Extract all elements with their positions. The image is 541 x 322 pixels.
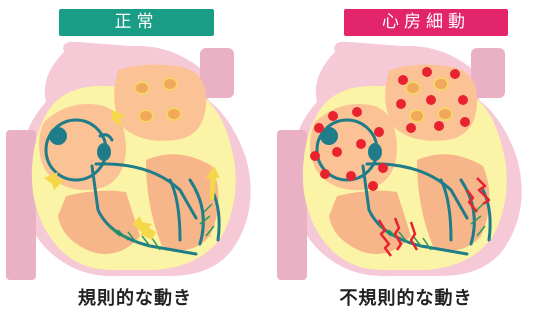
- av-node: [368, 143, 382, 161]
- vein-opening: [438, 108, 452, 120]
- vein-opening: [167, 108, 181, 120]
- impulse-dot: [374, 127, 384, 137]
- sa-node: [49, 127, 67, 145]
- av-node: [97, 143, 111, 161]
- impulse-dot: [398, 75, 408, 85]
- left-vessel: [6, 130, 36, 280]
- af-panel: 心房細動: [271, 0, 541, 322]
- af-label-badge: 心房細動: [344, 9, 508, 36]
- impulse-dot: [434, 121, 444, 131]
- normal-panel: 正常: [0, 0, 270, 322]
- af-heart-diagram: [271, 40, 541, 280]
- normal-label-badge: 正常: [59, 9, 214, 36]
- vein-opening: [139, 110, 153, 122]
- impulse-dot: [368, 181, 378, 191]
- vein-opening: [163, 78, 177, 90]
- impulse-dot: [332, 147, 342, 157]
- impulse-dot: [458, 95, 468, 105]
- vein-opening: [406, 82, 420, 94]
- impulse-dot: [426, 95, 436, 105]
- impulse-dot: [346, 171, 356, 181]
- impulse-dot: [328, 111, 338, 121]
- left-vessel: [277, 130, 307, 280]
- vein-opening: [434, 78, 448, 90]
- impulse-dot: [460, 117, 470, 127]
- impulse-dot: [314, 123, 324, 133]
- impulse-dot: [352, 107, 362, 117]
- impulse-dot: [378, 163, 388, 173]
- normal-caption: 規則的な動き: [0, 284, 270, 310]
- impulse-dot: [406, 123, 416, 133]
- vein-opening: [135, 82, 149, 94]
- impulse-dot: [310, 151, 320, 161]
- af-caption: 不規則的な動き: [271, 284, 541, 310]
- vein-opening: [410, 110, 424, 122]
- normal-heart-diagram: [0, 40, 270, 280]
- impulse-dot: [396, 99, 406, 109]
- impulse-dot: [356, 139, 366, 149]
- impulse-dot: [320, 169, 330, 179]
- impulse-dot: [422, 67, 432, 77]
- impulse-dot: [450, 69, 460, 79]
- left-atrium: [114, 64, 206, 140]
